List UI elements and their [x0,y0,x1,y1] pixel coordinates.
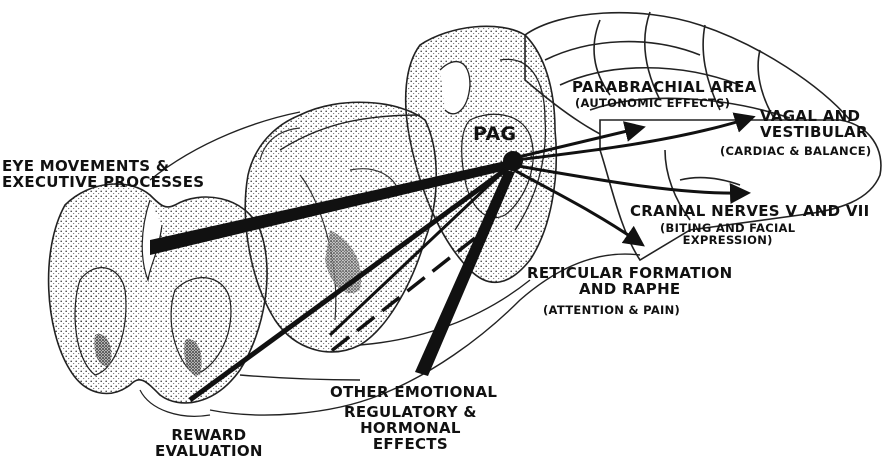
reward-label: REWARD EVALUATION [155,427,263,459]
diencephalon-section [245,102,436,352]
vagal-subtitle: (CARDIAC & BALANCE) [720,145,871,157]
pag-nucleus [503,151,523,171]
reticular-title: RETICULAR FORMATION AND RAPHE [527,265,732,297]
parabrachial-subtitle: (AUTONOMIC EFFECTS) [575,97,730,109]
cranial-subtitle: (BITING AND FACIAL EXPRESSION) [660,222,795,247]
eye-movements-label: EYE MOVEMENTS & EXECUTIVE PROCESSES [2,158,204,190]
forebrain-section [49,184,267,416]
pag-label: PAG [473,124,516,145]
parabrachial-title: PARABRACHIAL AREA [572,79,757,95]
vagal-title: VAGAL AND VESTIBULAR [760,108,868,140]
cranial-title: CRANIAL NERVES V AND VII [630,203,870,219]
regulatory-label: REGULATORY & HORMONAL EFFECTS [344,404,477,453]
reticular-subtitle: (ATTENTION & PAIN) [543,304,680,316]
other-emotional-label: OTHER EMOTIONAL [330,384,497,400]
